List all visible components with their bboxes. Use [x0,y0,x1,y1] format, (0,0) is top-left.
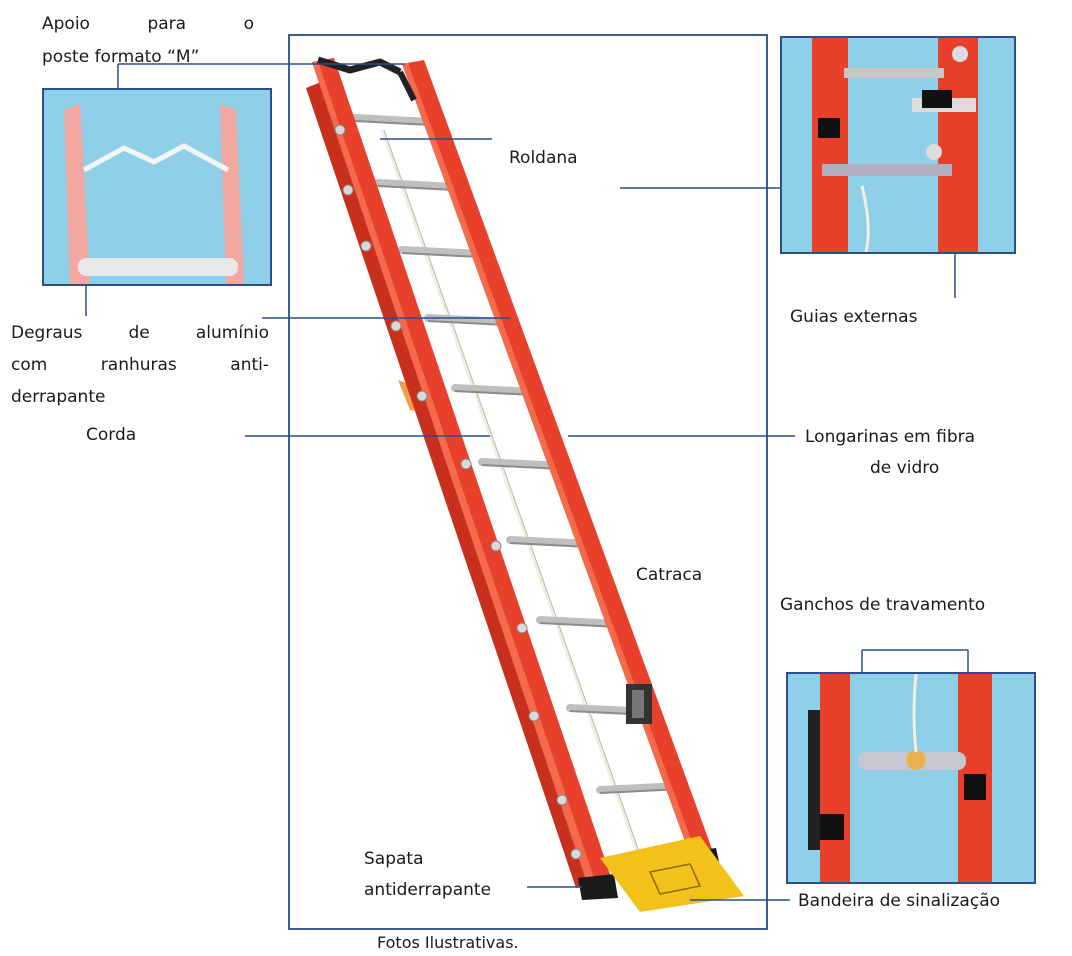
degraus-label-line3: derrapante [11,387,106,407]
longarinas-label-line1: Longarinas em fibra [805,427,976,447]
inset-external-guides-photo [780,36,1016,254]
inset-m-support-photo [42,88,272,286]
degraus-label-line1: Degraus de alumínio [11,323,269,343]
roldana-label: Roldana [509,148,578,168]
apoio-label-line1: Apoio para o [42,14,254,34]
bandeira-label: Bandeira de sinalização [798,891,1001,911]
footer-caption: Fotos Ilustrativas. [377,933,519,952]
main-photo-frame [288,34,768,930]
inset-locking-hooks-photo [786,672,1036,884]
apoio-label-line2: poste formato “M” [42,47,200,67]
longarinas-label-line2: de vidro [870,458,940,478]
catraca-label: Catraca [636,565,703,585]
sapata-label-line1: Sapata [364,849,424,869]
guias-label: Guias externas [790,307,918,327]
sapata-label-line2: antiderrapante [364,880,492,900]
ganchos-label: Ganchos de travamento [780,595,986,615]
corda-label: Corda [86,425,137,445]
degraus-label-line2: com ranhuras anti- [11,355,269,375]
